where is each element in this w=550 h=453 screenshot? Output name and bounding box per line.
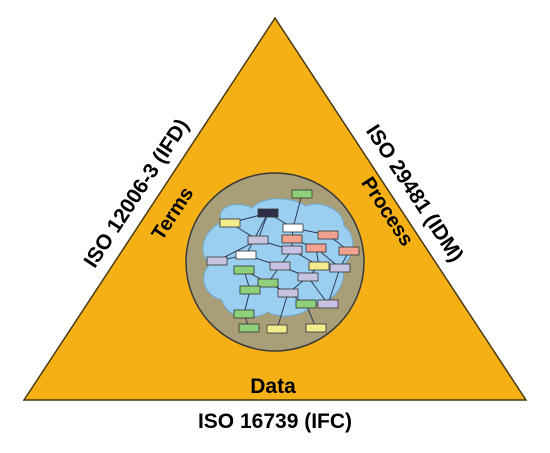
network-node-box: [317, 230, 339, 240]
network-connector: [276, 292, 289, 330]
network-node-box: [277, 288, 299, 298]
network-node-box: [295, 299, 317, 309]
network-node-box: [305, 243, 327, 253]
network-node-box: [291, 189, 313, 199]
network-node-box: [257, 208, 279, 218]
network-connector: [257, 212, 269, 241]
network-node-box: [233, 309, 255, 319]
network-connector: [307, 276, 329, 305]
edge-label-bottom: ISO 16739 (IFC): [198, 410, 352, 433]
network-node-box: [238, 323, 260, 333]
network-node-box: [282, 223, 304, 233]
network-connector: [327, 267, 341, 305]
network-node-box: [317, 299, 339, 309]
network-node-box: [308, 261, 330, 271]
network-node-box: [235, 250, 257, 260]
network-node-box: [219, 218, 241, 228]
network-node-box: [247, 235, 269, 245]
network-node-box: [266, 324, 288, 334]
network-node-box: [305, 323, 327, 333]
network-node-box: [257, 278, 279, 288]
network-node-box: [281, 245, 303, 255]
network-node-box: [233, 265, 255, 275]
network-connector: [292, 193, 303, 229]
network-node-box: [269, 261, 291, 271]
network-node-box: [206, 256, 228, 266]
network-node-box: [239, 285, 261, 295]
network-node-box: [338, 246, 360, 256]
network-node-box: [329, 263, 351, 273]
network-connector: [245, 212, 269, 256]
side-label-data: Data: [250, 375, 296, 398]
network-node-box: [297, 272, 319, 282]
network-boxes: [206, 189, 360, 334]
network-node-box: [281, 234, 303, 244]
